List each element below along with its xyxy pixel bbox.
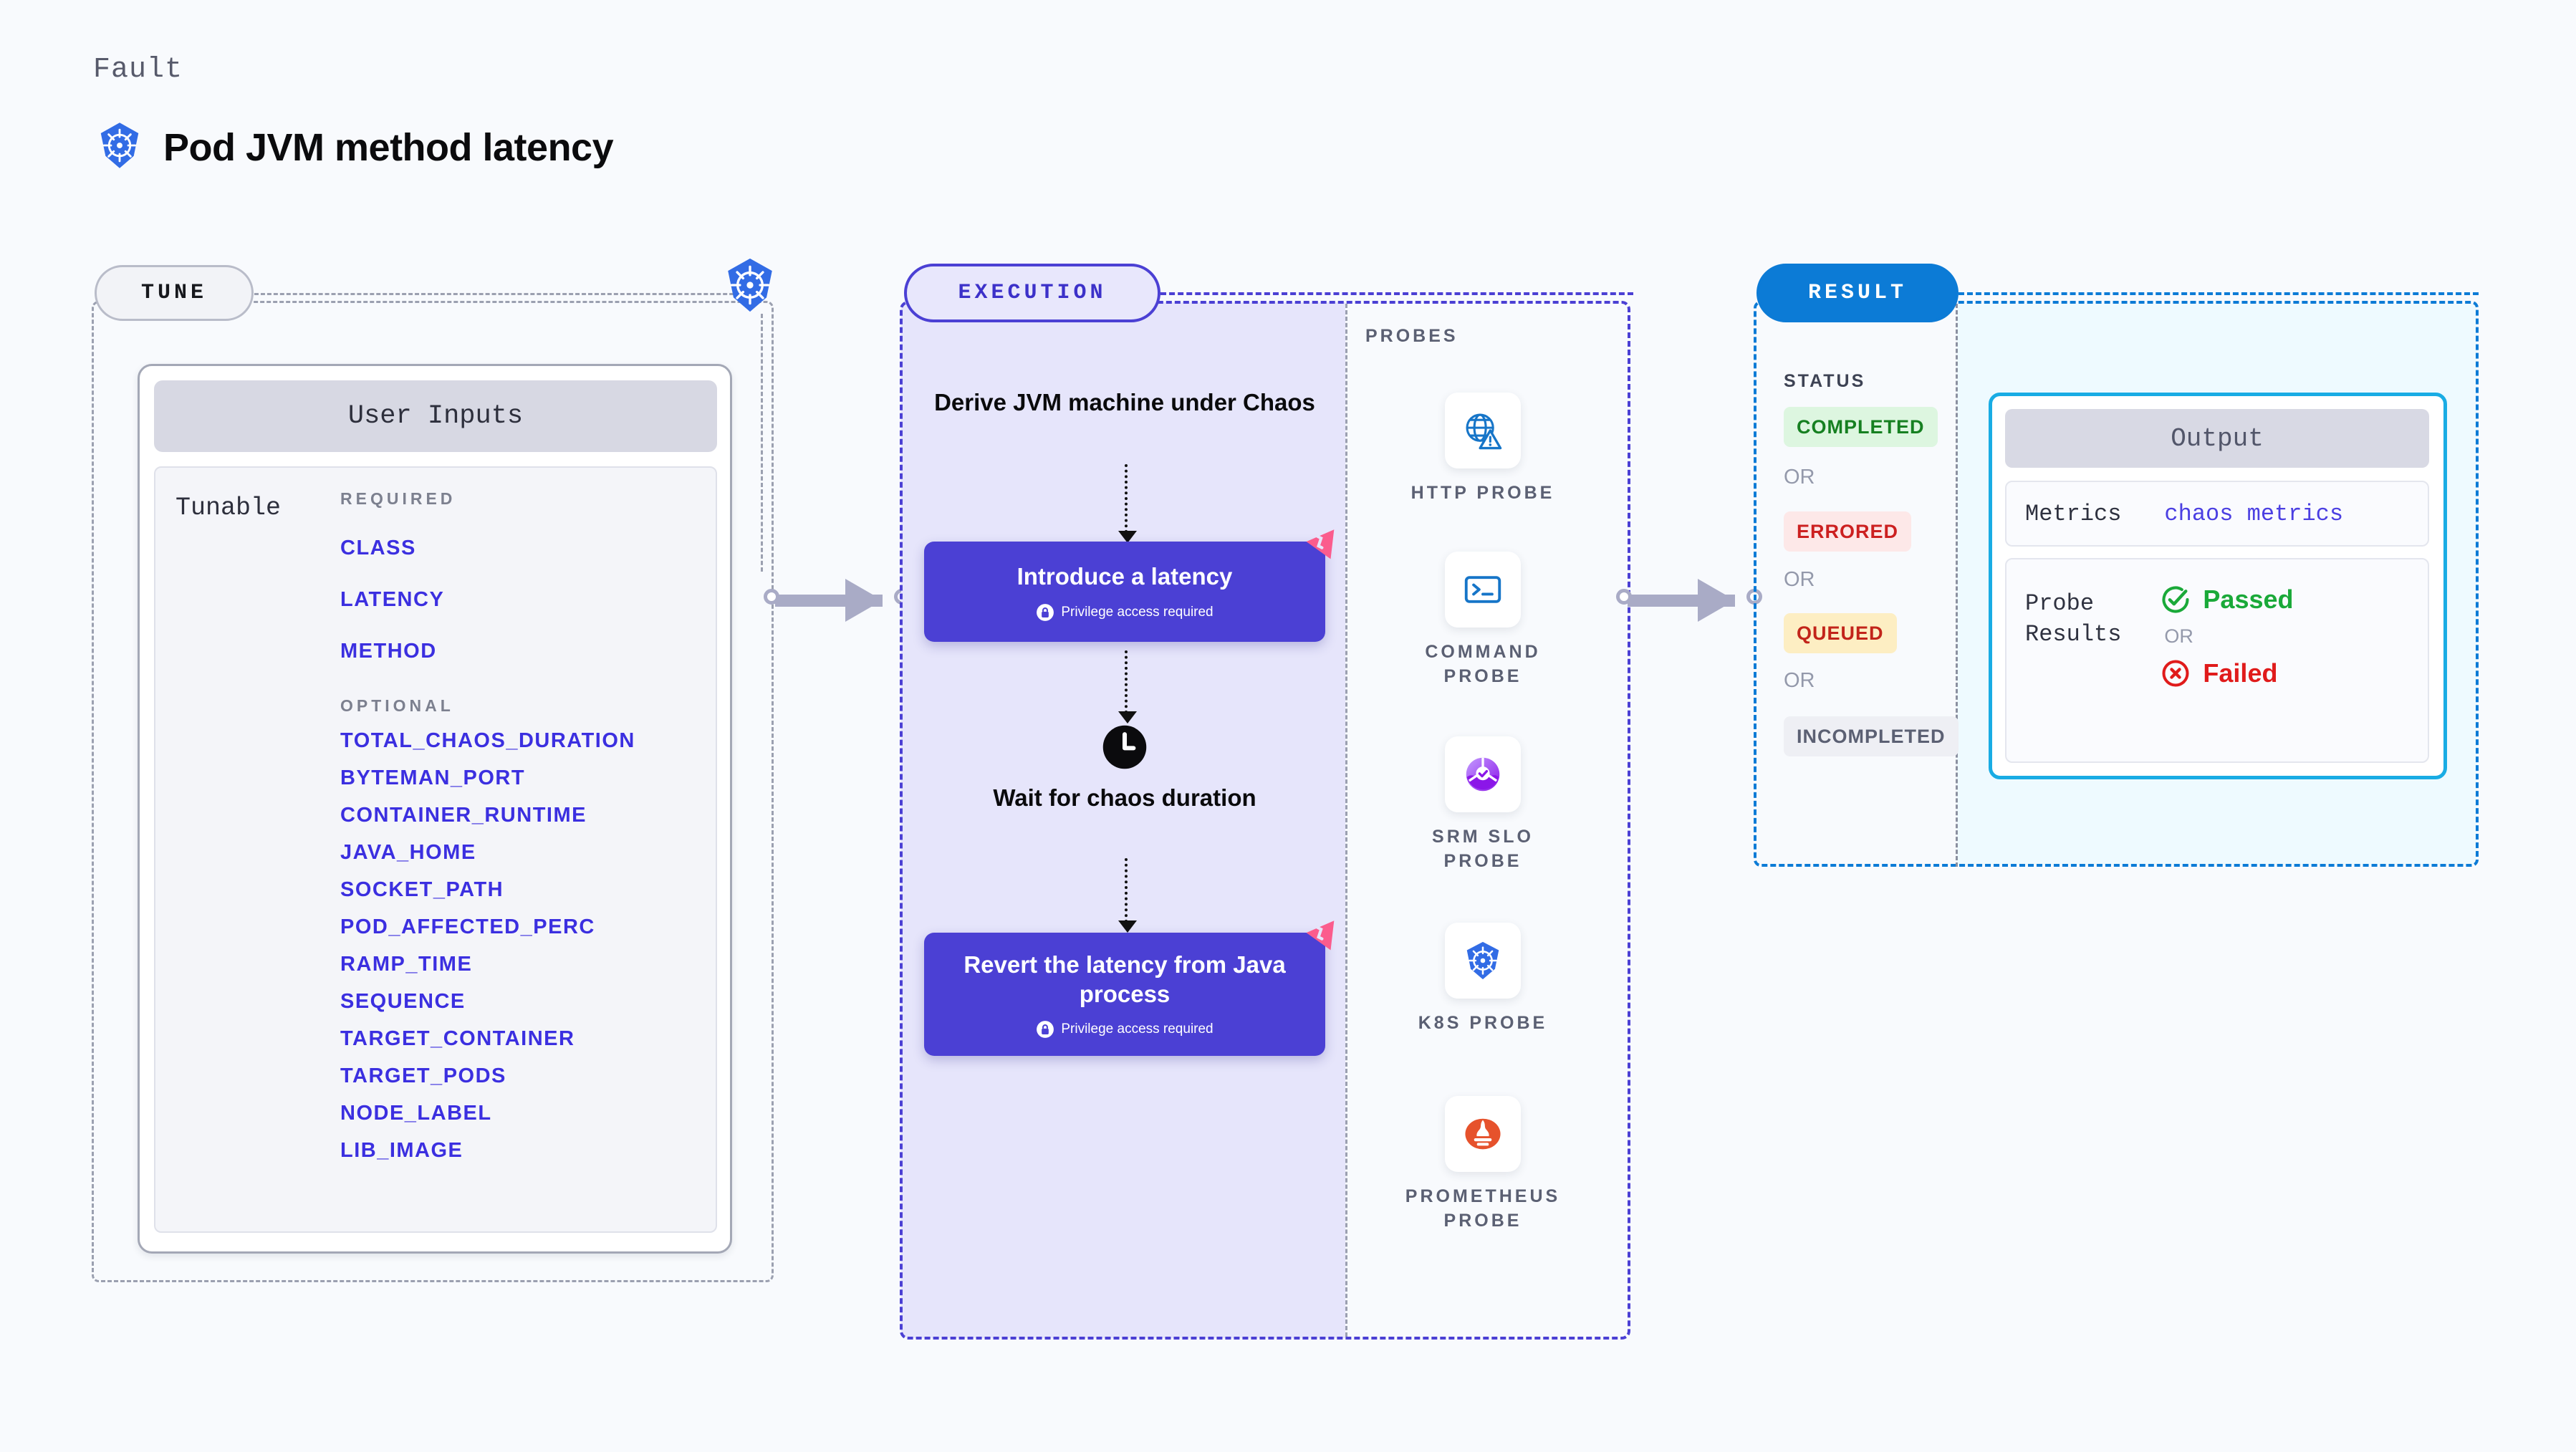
required-param-list: CLASS LATENCY METHOD	[340, 537, 698, 663]
execution-fill	[901, 302, 1345, 1338]
harness-icon	[1299, 524, 1341, 566]
tune-panel	[92, 301, 774, 1282]
status-badge-errored: ERRORED	[1784, 511, 1912, 552]
param-required[interactable]: CLASS	[340, 537, 416, 559]
param-optional[interactable]: POD_AFFECTED_PERC	[340, 915, 595, 938]
terminal-icon	[1445, 552, 1521, 628]
lock-icon	[1037, 603, 1054, 621]
tune-kubernetes-dashed-line	[761, 314, 763, 572]
param-required[interactable]: METHOD	[340, 640, 437, 663]
tune-to-execution-arrow	[764, 579, 921, 622]
status-badge-incompleted: INCOMPLETED	[1784, 716, 1959, 756]
execution-panel	[900, 301, 1630, 1340]
result-header-dashed-line	[1959, 292, 2479, 295]
execution-to-result-arrow	[1616, 579, 1774, 622]
result-separator	[1956, 304, 1958, 867]
page-title: Pod JVM method latency	[163, 125, 614, 169]
probe-label: HTTP PROBE	[1410, 483, 1555, 503]
step-title: Introduce a latency	[1017, 563, 1233, 590]
flow-arrow-2	[1118, 650, 1137, 723]
probe-label: K8S PROBE	[1418, 1013, 1548, 1033]
failed-label: Failed	[2203, 658, 2278, 688]
probe-http[interactable]: HTTP PROBE	[1397, 393, 1569, 506]
tunable-label: Tunable	[176, 494, 282, 522]
param-optional[interactable]: SOCKET_PATH	[340, 878, 504, 901]
passed-label: Passed	[2203, 585, 2294, 614]
execution-step-derive: Derive JVM machine under Chaos	[934, 389, 1315, 415]
param-optional[interactable]: CONTAINER_RUNTIME	[340, 804, 587, 827]
result-tag[interactable]: RESULT	[1756, 264, 1959, 322]
kubernetes-icon	[95, 120, 145, 174]
param-optional[interactable]: JAVA_HOME	[340, 841, 476, 864]
kubernetes-icon	[721, 256, 779, 314]
param-optional[interactable]: TOTAL_CHAOS_DURATION	[340, 729, 635, 752]
probe-label: SRM SLO PROBE	[1432, 827, 1534, 871]
probe-label: PROMETHEUS PROBE	[1405, 1186, 1561, 1231]
probe-prometheus[interactable]: PROMETHEUS PROBE	[1397, 1096, 1569, 1234]
param-optional[interactable]: NODE_LABEL	[340, 1102, 492, 1125]
execution-step-introduce-latency[interactable]: Introduce a latency Privilege access req…	[924, 529, 1335, 642]
probe-or-label: OR	[2164, 625, 2193, 647]
metrics-row: Metrics chaos metrics	[2005, 481, 2429, 547]
output-title: Output	[2005, 409, 2429, 468]
required-heading: REQUIRED	[340, 489, 456, 508]
kubernetes-icon	[1445, 923, 1521, 999]
tune-tag[interactable]: TUNE	[95, 265, 254, 321]
check-circle-icon	[2162, 586, 2189, 613]
flow-arrow-1	[1118, 464, 1137, 543]
param-optional[interactable]: LIB_IMAGE	[340, 1139, 463, 1162]
probe-command[interactable]: COMMAND PROBE	[1397, 552, 1569, 689]
flow-arrow-3	[1118, 858, 1137, 933]
probe-result-passed: Passed	[2160, 584, 2294, 615]
probes-heading: PROBES	[1365, 326, 1458, 346]
step-title: Revert the latency from Java process	[963, 951, 1286, 1007]
user-inputs-card: User Inputs Tunable REQUIRED CLASS LATENC…	[138, 364, 732, 1254]
or-label-2: OR	[1784, 568, 1815, 591]
lock-icon	[1037, 1021, 1054, 1039]
fault-kicker: Fault	[93, 54, 183, 86]
prometheus-icon	[1445, 1096, 1521, 1172]
execution-step-wait: Wait for chaos duration	[993, 784, 1256, 811]
probes-separator	[1345, 304, 1347, 1337]
param-optional[interactable]: TARGET_CONTAINER	[340, 1027, 575, 1050]
user-inputs-title: User Inputs	[154, 380, 717, 452]
clock-icon	[1101, 723, 1148, 771]
probe-k8s[interactable]: K8S PROBE	[1397, 923, 1569, 1036]
privilege-text: Privilege access required	[1061, 604, 1213, 620]
metrics-value[interactable]: chaos metrics	[2164, 500, 2344, 527]
probe-srm-slo[interactable]: SRM SLO PROBE	[1397, 736, 1569, 874]
probe-label: COMMAND PROBE	[1425, 642, 1541, 686]
status-heading: STATUS	[1784, 371, 1866, 391]
privilege-text: Privilege access required	[1061, 1021, 1213, 1037]
globe-warning-icon	[1445, 393, 1521, 468]
srm-slo-icon	[1445, 736, 1521, 812]
harness-icon	[1299, 915, 1341, 957]
tune-header-dashed-line	[254, 293, 759, 295]
param-optional[interactable]: SEQUENCE	[340, 990, 466, 1013]
page-title-row: Pod JVM method latency	[95, 120, 614, 174]
result-panel	[1754, 301, 2479, 867]
x-circle-icon	[2162, 660, 2189, 687]
param-optional[interactable]: RAMP_TIME	[340, 953, 473, 976]
param-required[interactable]: LATENCY	[340, 588, 445, 611]
or-label-1: OR	[1784, 466, 1815, 489]
execution-header-dashed-line	[1160, 292, 1633, 295]
tunable-box: Tunable REQUIRED CLASS LATENCY METHOD OPTI…	[154, 466, 717, 1233]
or-label-3: OR	[1784, 669, 1815, 692]
param-optional[interactable]: TARGET_PODS	[340, 1064, 506, 1087]
execution-tag[interactable]: EXECUTION	[904, 264, 1160, 322]
status-badge-completed: COMPLETED	[1784, 407, 1938, 447]
optional-heading: OPTIONAL	[340, 696, 454, 715]
metrics-label: Metrics	[2025, 500, 2122, 527]
privilege-note: Privilege access required	[1036, 603, 1213, 622]
param-optional[interactable]: BYTEMAN_PORT	[340, 766, 526, 789]
privilege-note: Privilege access required	[1036, 1020, 1213, 1039]
execution-step-revert-latency[interactable]: Revert the latency from Java process Pri…	[924, 920, 1335, 1056]
probe-result-failed: Failed	[2160, 658, 2293, 689]
optional-param-list: TOTAL_CHAOS_DURATION BYTEMAN_PORT CONTAINE…	[340, 729, 698, 1163]
status-badge-queued: QUEUED	[1784, 613, 1897, 653]
